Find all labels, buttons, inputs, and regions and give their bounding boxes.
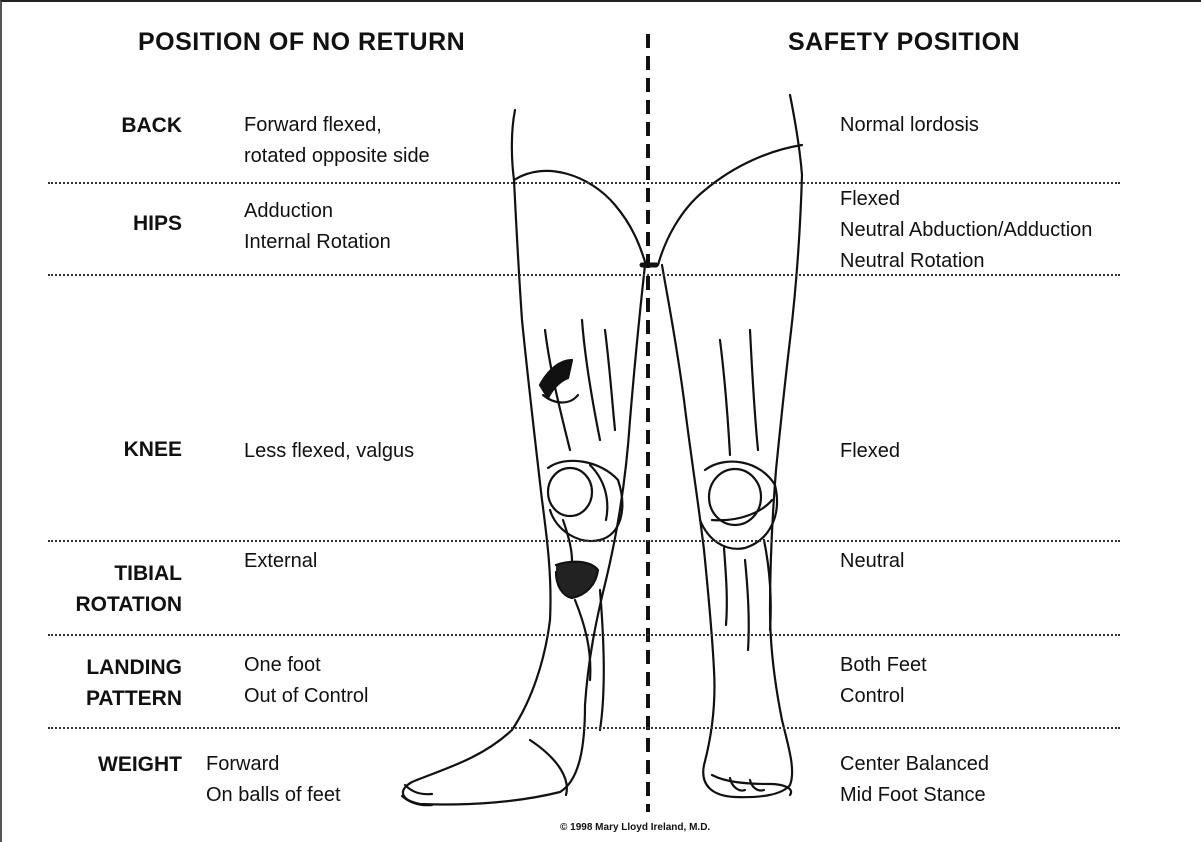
- separator-tibial-landing: [48, 634, 1120, 636]
- row-label-knee: KNEE: [124, 434, 182, 465]
- copyright-notice: © 1998 Mary Lloyd Ireland, M.D.: [560, 822, 710, 833]
- tibial-left-text: External: [244, 546, 317, 577]
- separator-landing-weight: [48, 727, 1120, 729]
- row-label-weight: WEIGHT: [98, 749, 182, 780]
- row-label-hips: HIPS: [133, 208, 182, 239]
- knee-right-text: Flexed: [840, 436, 900, 467]
- back-left-text: Forward flexed,rotated opposite side: [244, 110, 430, 172]
- row-label-back: BACK: [121, 110, 182, 141]
- knee-left-text: Less flexed, valgus: [244, 436, 414, 467]
- separator-knee-tibial: [48, 540, 1120, 542]
- tibial-right-text: Neutral: [840, 546, 904, 577]
- back-right-text: Normal lordosis: [840, 110, 979, 141]
- right-leg-drawing: [658, 95, 802, 797]
- left-leg-drawing: [402, 110, 646, 805]
